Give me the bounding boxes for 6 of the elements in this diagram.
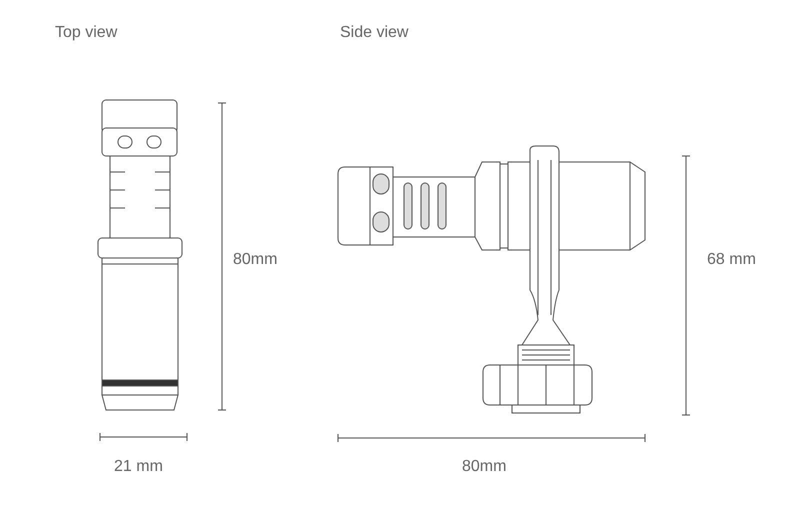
view-title: Side view (340, 24, 408, 42)
dimension-label: 80mm (233, 251, 278, 269)
dimension-label: 68 mm (707, 251, 756, 269)
dimension-label: 21 mm (114, 458, 163, 476)
dimension-label: 80mm (462, 458, 506, 476)
view-title: Top view (55, 24, 118, 42)
